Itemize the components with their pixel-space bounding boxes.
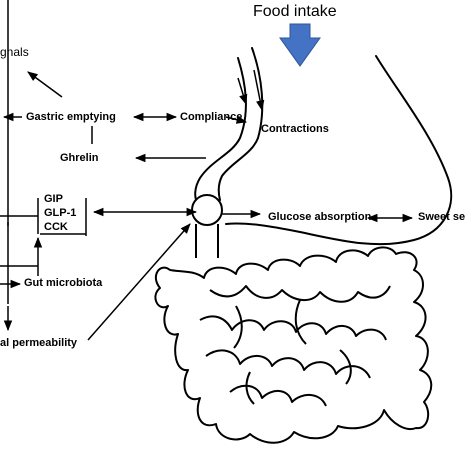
food-intake-arrow [279,23,321,67]
gip-label: GIP [44,193,63,205]
sweet-taste-label: Sweet se [418,211,466,223]
signals-label: gnals [0,45,29,59]
gut-microbiota-label: Gut microbiota [24,277,103,289]
ghrelin-label: Ghrelin [60,152,99,164]
intestine-outline [154,246,433,444]
cck-label: CCK [44,221,68,233]
permeability-label: al permeability [0,337,78,349]
food-intake-title: Food intake [253,3,337,20]
duodenum-outline [195,224,219,258]
stomach-outline [194,47,453,246]
glucose-absorption-label: Glucose absorption [268,211,372,223]
pylorus-circle [191,194,223,226]
compliance-label: Compliance [180,111,243,123]
gastric-emptying-label: Gastric emptying [26,111,116,123]
contractions-label: Contractions [261,123,329,135]
glp1-label: GLP-1 [44,207,77,219]
